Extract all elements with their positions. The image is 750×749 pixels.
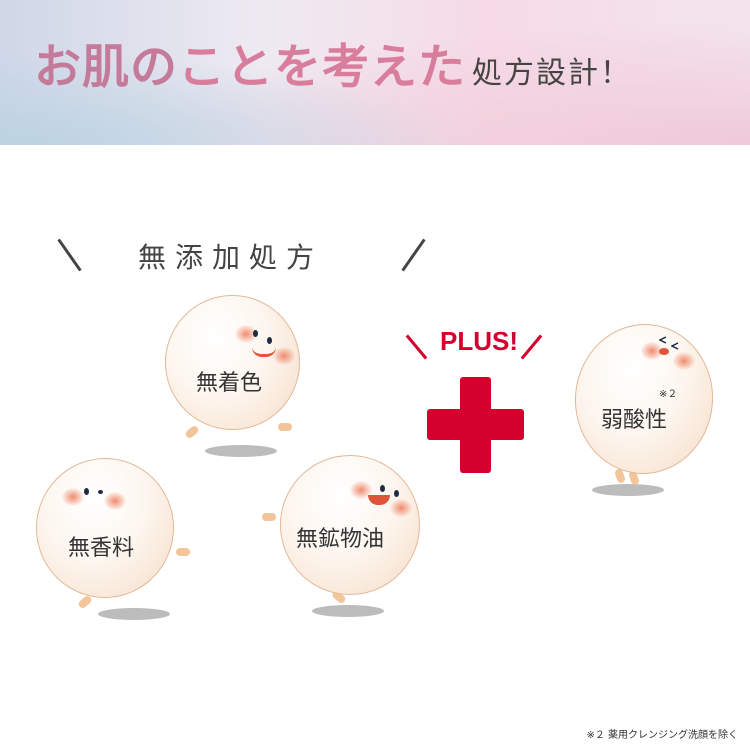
plus-right-slash bbox=[520, 334, 543, 360]
egg-body bbox=[268, 443, 432, 607]
egg-body bbox=[568, 318, 720, 480]
feature-label: 無着色 bbox=[196, 371, 263, 396]
egg-body bbox=[29, 451, 181, 605]
banner-subtitle: 処方設計！ bbox=[472, 56, 632, 91]
egg-cheek bbox=[350, 481, 372, 499]
egg-eye bbox=[84, 488, 89, 495]
egg-mouth bbox=[252, 347, 276, 357]
egg-shadow bbox=[98, 608, 170, 620]
banner-title: お肌のことを考えた bbox=[34, 40, 466, 96]
egg-cheek bbox=[273, 347, 295, 365]
plus-left-slash bbox=[405, 334, 428, 360]
plus-label: PLUS! bbox=[440, 326, 518, 356]
title-part-1: お肌の bbox=[34, 40, 178, 95]
egg-eye bbox=[253, 330, 258, 337]
footnote: ※２ 薬用クレンジング洗顔を除く bbox=[586, 730, 738, 741]
left-slash-decoration bbox=[57, 238, 82, 272]
egg-eye bbox=[394, 490, 399, 497]
egg-squint-eye-icon bbox=[659, 336, 667, 344]
feature-label: 無香料 bbox=[68, 536, 135, 561]
feature-label: 無鉱物油 bbox=[296, 527, 385, 552]
egg-eye-wink bbox=[98, 490, 103, 494]
egg-squint-eye-icon bbox=[671, 342, 679, 350]
egg-cheek bbox=[673, 352, 695, 370]
plus-cross-icon-bar bbox=[427, 409, 524, 440]
egg-shadow bbox=[312, 605, 384, 617]
egg-mouth bbox=[659, 348, 669, 355]
egg-cheek bbox=[104, 492, 126, 510]
egg-foot bbox=[184, 424, 200, 440]
banner-title-row: お肌のことを考えた 処方設計！ bbox=[34, 40, 632, 96]
egg-foot bbox=[176, 548, 190, 556]
egg-foot bbox=[262, 513, 276, 521]
section-heading: 無添加処方 bbox=[138, 241, 324, 274]
title-banner: お肌のことを考えた 処方設計！ bbox=[0, 0, 750, 145]
title-part-2: ことを考えた bbox=[178, 40, 466, 95]
egg-shadow bbox=[205, 445, 277, 457]
egg-eye bbox=[267, 337, 272, 344]
right-slash-decoration bbox=[401, 238, 426, 272]
egg-cheek bbox=[641, 342, 663, 360]
feature-label: 弱酸性 bbox=[601, 408, 668, 433]
footnote-mark: ※２ bbox=[659, 389, 678, 400]
egg-cheek bbox=[390, 499, 412, 517]
egg-shadow bbox=[592, 484, 664, 496]
egg-mouth bbox=[368, 495, 390, 505]
egg-cheek bbox=[62, 488, 84, 506]
egg-eye bbox=[380, 485, 385, 492]
egg-cheek bbox=[235, 325, 257, 343]
egg-foot bbox=[278, 423, 292, 431]
